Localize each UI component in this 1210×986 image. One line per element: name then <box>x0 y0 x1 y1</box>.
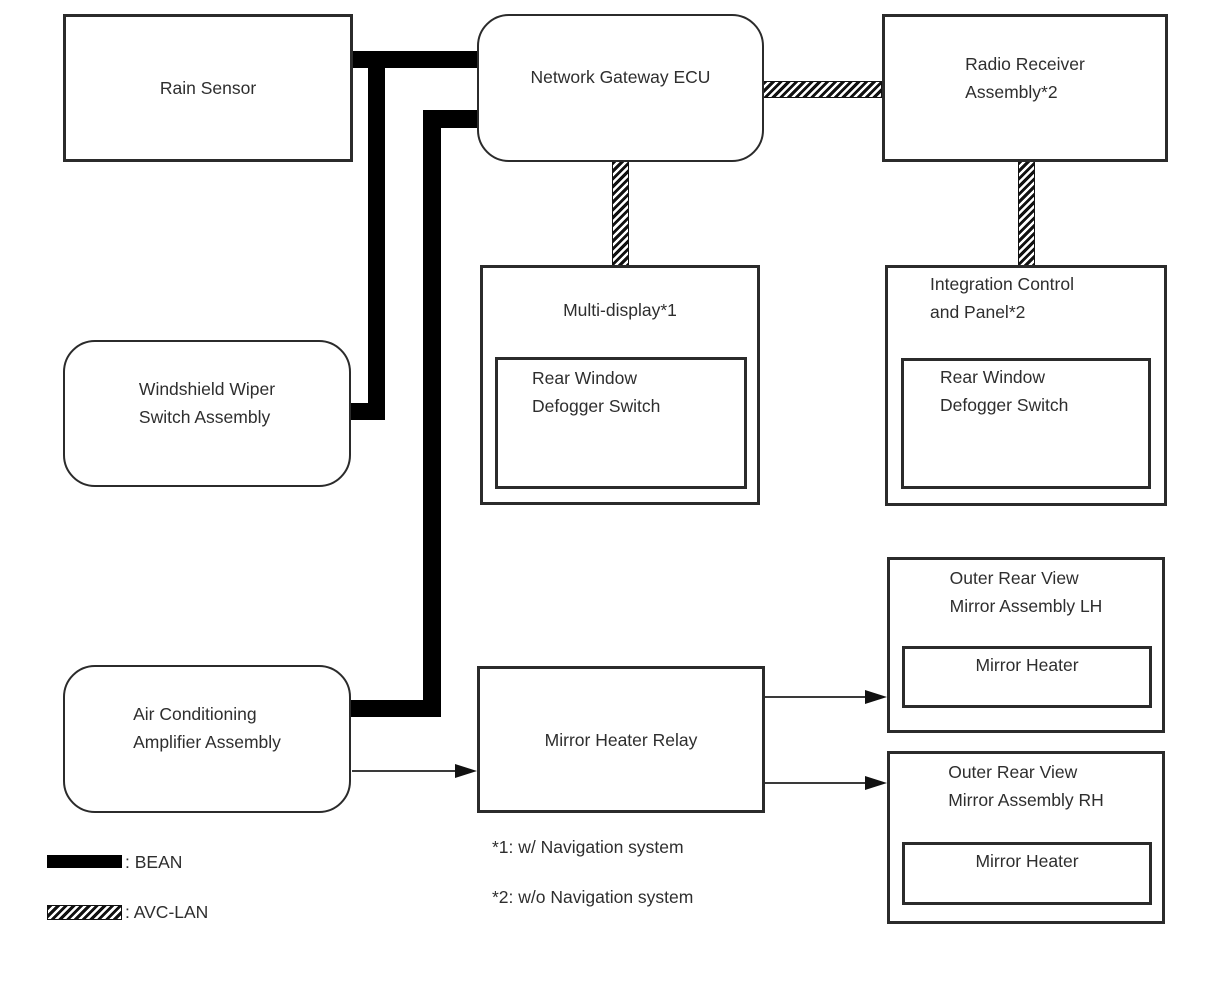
node-wiper-switch: Windshield Wiper Switch Assembly <box>63 340 351 487</box>
node-network-gateway-ecu-label: Network Gateway ECU <box>530 67 711 87</box>
footnote-1: *1: w/ Navigation system <box>492 837 684 857</box>
node-ac-amplifier-label: Air Conditioning Amplifier Assembly <box>133 704 281 752</box>
avclan-line-gateway-to-multidisplay <box>612 160 629 266</box>
arrowhead-relay-to-mirror-lh <box>865 690 887 704</box>
legend-avclan-swatch <box>47 905 122 920</box>
arrow-line-ac-to-relay <box>352 770 458 772</box>
node-rain-sensor-label: Rain Sensor <box>159 78 257 98</box>
node-rain-sensor: Rain Sensor <box>63 14 353 162</box>
bean-stub-ac <box>351 700 441 717</box>
node-integration-panel-title: Integration Control and Panel*2 <box>930 274 1074 322</box>
arrowhead-ac-to-relay <box>455 764 477 778</box>
node-multi-display: Multi-display*1 Rear Window Defogger Swi… <box>480 265 760 505</box>
node-defogger-switch-multidisplay: Rear Window Defogger Switch <box>495 357 747 489</box>
legend-bean-label: : BEAN <box>125 852 183 872</box>
legend-bean-swatch <box>47 855 122 868</box>
node-integration-panel: Integration Control and Panel*2 Rear Win… <box>885 265 1167 506</box>
node-ac-amplifier: Air Conditioning Amplifier Assembly <box>63 665 351 813</box>
node-mirror-rh: Outer Rear View Mirror Assembly RH Mirro… <box>887 751 1165 924</box>
arrow-line-relay-to-mirror-lh <box>765 696 867 698</box>
node-mirror-heater-rh: Mirror Heater <box>902 842 1152 905</box>
bean-trunk-gateway-to-ac <box>423 110 441 717</box>
node-wiper-switch-label: Windshield Wiper Switch Assembly <box>138 378 276 427</box>
node-multi-display-title: Multi-display*1 <box>563 300 677 320</box>
node-mirror-heater-relay-label: Mirror Heater Relay <box>544 729 698 750</box>
node-mirror-heater-relay: Mirror Heater Relay <box>477 666 765 813</box>
avclan-line-radio-to-integration <box>1018 160 1035 266</box>
node-network-gateway-ecu: Network Gateway ECU <box>477 14 764 162</box>
arrow-line-relay-to-mirror-rh <box>765 782 867 784</box>
legend-avclan-label: : AVC-LAN <box>125 902 209 922</box>
bean-trunk-rain-to-wiper <box>368 51 385 420</box>
node-mirror-lh-title: Outer Rear View Mirror Assembly LH <box>949 568 1103 616</box>
bean-stub-wiper <box>351 403 385 420</box>
node-radio-receiver: Radio Receiver Assembly*2 <box>882 14 1168 162</box>
arrowhead-relay-to-mirror-rh <box>865 776 887 790</box>
node-mirror-rh-title: Outer Rear View Mirror Assembly RH <box>948 762 1104 810</box>
node-mirror-heater-lh: Mirror Heater <box>902 646 1152 708</box>
node-defogger-switch-integration: Rear Window Defogger Switch <box>901 358 1151 489</box>
footnote-2: *2: w/o Navigation system <box>492 887 694 907</box>
avclan-line-gateway-to-radio <box>762 81 882 98</box>
node-radio-receiver-label: Radio Receiver Assembly*2 <box>965 54 1085 102</box>
node-mirror-lh: Outer Rear View Mirror Assembly LH Mirro… <box>887 557 1165 733</box>
